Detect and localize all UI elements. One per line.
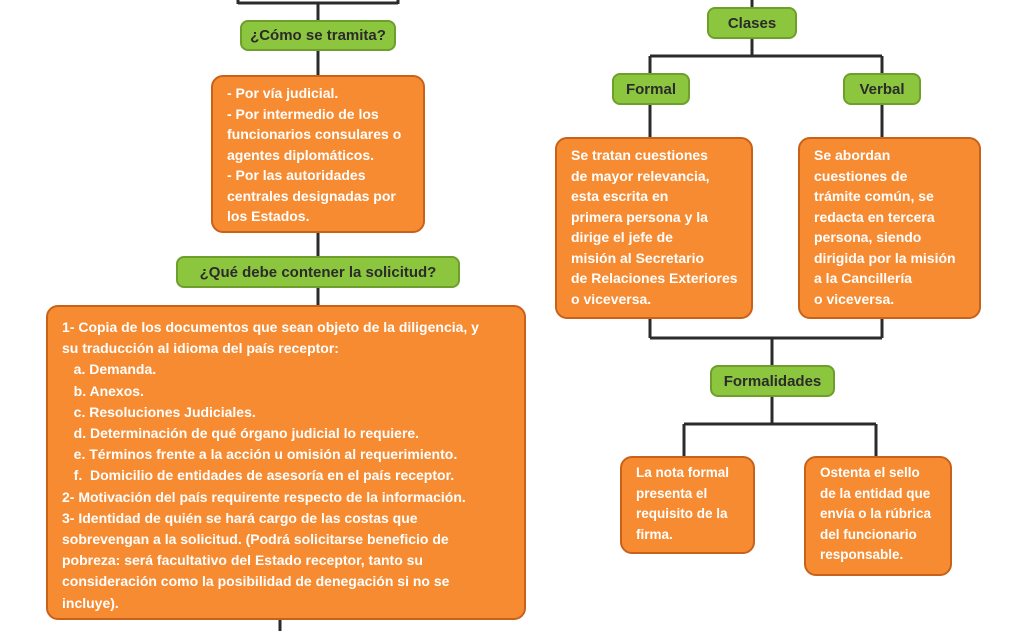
formalidad-sello-line: envía o la rúbrica <box>820 506 932 522</box>
question-como-se-tramita-label: ¿Cómo se tramita? <box>250 27 386 44</box>
formal-description-line: o viceversa. <box>571 290 652 307</box>
solicitud-box: 1- Copia de los documentos que sean obje… <box>46 305 526 620</box>
solicitud-line: 1- Copia de los documentos que sean obje… <box>62 319 479 335</box>
clases-node: Clases <box>707 7 797 39</box>
question-como-se-tramita: ¿Cómo se tramita? <box>240 20 396 51</box>
clases-label: Clases <box>727 14 777 32</box>
tramite-line: funcionarios consulares o <box>227 126 402 142</box>
formal-description-line: esta escrita en <box>571 188 669 204</box>
tramite-line: - Por vía judicial. <box>227 85 339 101</box>
solicitud-line: 2- Motivación del país requirente respec… <box>62 488 466 505</box>
solicitud-line: incluye). <box>62 594 119 611</box>
verbal-description-line: a la Cancillería <box>814 270 913 286</box>
formal-description-line: misión al Secretario <box>571 249 705 266</box>
formalidad-sello-line: Ostenta el sello <box>820 465 920 480</box>
formalidad-firma-line: requisito de la <box>636 506 728 522</box>
tramite-line: - Por intermedio de los <box>227 105 379 122</box>
formal-node: Formal <box>612 73 690 105</box>
verbal-description-line: o viceversa. <box>814 290 895 307</box>
verbal-description-line: persona, siendo <box>814 229 922 245</box>
formalidad-firma-line: presenta el <box>636 485 708 501</box>
formalidad-sello-line: de la entidad que <box>820 485 931 501</box>
tramite-box: - Por vía judicial. - Por intermedio de l… <box>211 75 425 233</box>
formal-description-line: Se tratan cuestiones <box>571 147 708 163</box>
verbal-description-line: Se abordan <box>814 147 891 163</box>
formalidades-node: Formalidades <box>710 365 835 397</box>
formalidad-sello-line: responsable. <box>820 547 904 563</box>
question-que-debe-contener-label: ¿Qué debe contener la solicitud? <box>199 263 437 281</box>
solicitud-line: 3- Identidad de quién se hará cargo de l… <box>62 509 418 526</box>
formal-description-line: de Relaciones Exteriores <box>571 270 738 286</box>
formal-description-line: primera persona y la <box>571 208 708 225</box>
solicitud-line: c. Resoluciones Judiciales. <box>62 403 256 420</box>
verbal-description-line: dirigida por la misión <box>814 249 956 266</box>
formal-description-line: dirige el jefe de <box>571 229 673 245</box>
solicitud-line: e. Términos frente a la acción u omisión… <box>62 446 458 463</box>
tramite-line: centrales designadas por <box>227 187 396 204</box>
verbal-node: Verbal <box>843 73 921 105</box>
formal-description-line: de mayor relevancia, <box>571 167 710 184</box>
tramite-line: los Estados. <box>227 208 310 224</box>
solicitud-line: su traducción al idioma del país recepto… <box>62 340 339 357</box>
solicitud-line: b. Anexos. <box>62 382 144 399</box>
solicitud-line: a. Demanda. <box>62 361 157 378</box>
solicitud-line: pobreza: será facultativo del Estado rec… <box>62 552 423 569</box>
solicitud-line: f. Domicilio de entidades de asesoría en… <box>62 467 455 484</box>
formalidades-label: Formalidades <box>723 372 822 390</box>
solicitud-line: d. Determinación de qué órgano judicial … <box>62 425 420 442</box>
formalidad-firma-box: La nota formal presenta el requisito de la… <box>620 456 755 554</box>
solicitud-line: consideración como la posibilidad de den… <box>62 573 450 590</box>
verbal-description-box: Se abordan cuestiones de trámite común, se… <box>798 137 981 319</box>
question-que-debe-contener: ¿Qué debe contener la solicitud? <box>176 256 460 288</box>
formalidad-firma-line: La nota formal <box>636 465 730 480</box>
verbal-description-line: cuestiones de <box>814 167 908 184</box>
formalidad-sello-box: Ostenta el sello de la entidad que envía o… <box>804 456 952 576</box>
tramite-line: agentes diplomáticos. <box>227 146 375 163</box>
formalidad-sello-line: del funcionario <box>820 526 917 542</box>
verbal-label: Verbal <box>859 80 905 98</box>
formal-label: Formal <box>625 80 676 98</box>
solicitud-line: sobrevengan a la solicitud. (Podrá solic… <box>62 531 449 548</box>
formal-description-box: Se tratan cuestiones de mayor relevancia,… <box>555 137 753 319</box>
verbal-description-line: redacta en tercera <box>814 208 935 225</box>
verbal-description-line: trámite común, se <box>814 188 934 204</box>
tramite-line: - Por las autoridades <box>227 167 366 183</box>
formalidad-firma-line: firma. <box>636 526 673 542</box>
